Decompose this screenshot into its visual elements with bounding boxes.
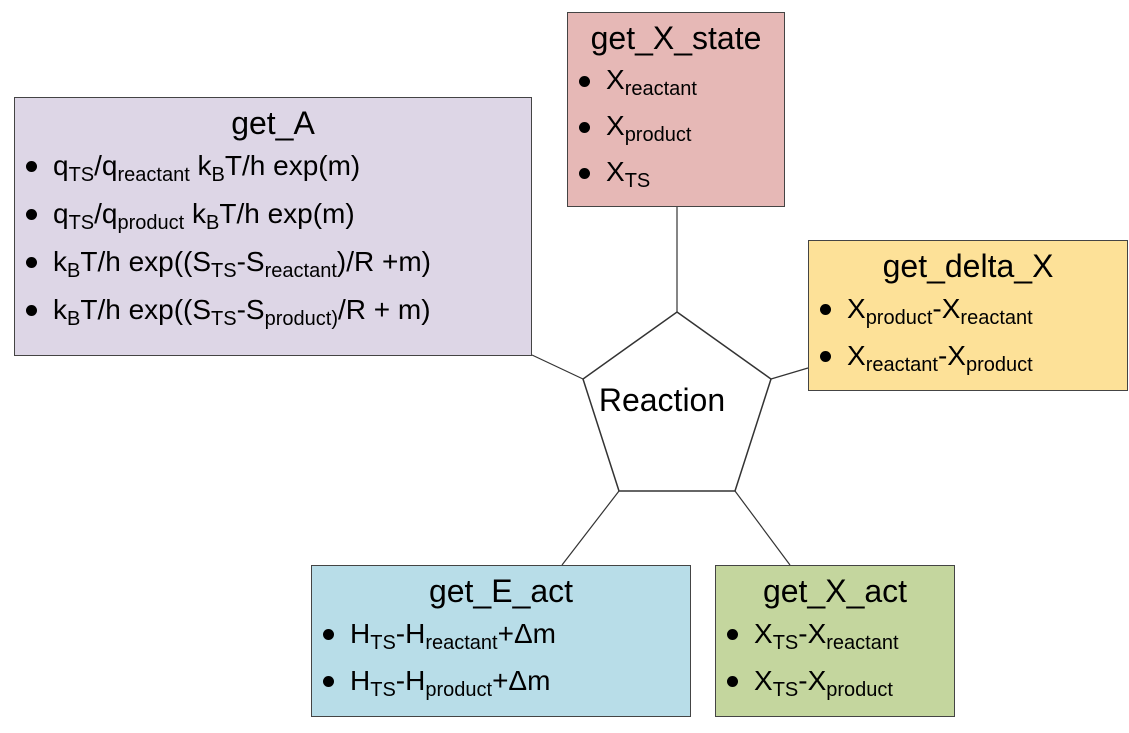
- formula-text: k: [53, 246, 67, 277]
- formula-item: qTS/qreactant kBT/h exp(m): [15, 142, 531, 190]
- formula-subscript: product): [264, 308, 338, 330]
- get-e-act-title: get_E_act: [428, 573, 574, 609]
- reaction-pentagon: [582, 311, 772, 492]
- formula-item: qTS/qproduct kBT/h exp(m): [15, 190, 531, 238]
- connector-get-a: [531, 354, 584, 380]
- formula-text: q: [53, 198, 69, 229]
- formula-text: +Δm: [497, 618, 556, 649]
- formula-text: T/h exp(m): [224, 150, 361, 181]
- formula-subscript: TS: [624, 170, 651, 192]
- get-delta-x-title: get_delta_X: [882, 248, 1054, 284]
- formula-text: /R + m): [337, 294, 431, 325]
- formula-text: /q: [94, 198, 118, 229]
- formula-subscript: product: [865, 307, 933, 329]
- formula-subscript: TS: [68, 164, 95, 186]
- connector-get-x-act: [734, 490, 791, 566]
- formula-item: HTS-Hreactant+Δm: [312, 610, 690, 657]
- formula-subscript: B: [211, 164, 225, 186]
- get-a-title: get_A: [231, 105, 315, 141]
- formula-subscript: product: [965, 354, 1033, 376]
- formula-subscript: product: [117, 212, 185, 234]
- formula-text: /q: [94, 150, 118, 181]
- formula-item: Xreactant: [568, 57, 784, 103]
- formula-text: T/h exp(m): [219, 198, 355, 229]
- formula-item: XTS: [568, 149, 784, 195]
- formula-item: Xproduct-Xreactant: [809, 285, 1127, 332]
- formula-text: -S: [236, 294, 265, 325]
- formula-subscript: TS: [772, 632, 799, 654]
- formula-subscript: reactant: [425, 632, 498, 654]
- formula-text: X: [606, 110, 625, 141]
- formula-text: k: [53, 294, 67, 325]
- formula-text: X: [847, 340, 866, 371]
- formula-text: k: [189, 150, 212, 181]
- formula-text: -X: [798, 618, 827, 649]
- formula-text: +Δm: [492, 665, 551, 696]
- formula-subscript: B: [206, 212, 220, 234]
- formula-subscript: reactant: [865, 354, 938, 376]
- formula-subscript: TS: [370, 679, 396, 701]
- formula-item: Xproduct: [568, 103, 784, 149]
- formula-text: X: [606, 64, 625, 95]
- formula-text: X: [754, 618, 773, 649]
- formula-subscript: TS: [772, 679, 799, 701]
- formula-item: Xreactant-Xproduct: [809, 332, 1127, 379]
- formula-subscript: B: [67, 260, 81, 282]
- formula-text: -X: [937, 340, 966, 371]
- formula-text: -X: [798, 665, 827, 696]
- formula-subscript: TS: [68, 212, 95, 234]
- formula-text: -H: [395, 665, 426, 696]
- formula-text: k: [184, 198, 206, 229]
- connector-get-delta-x: [770, 367, 809, 380]
- formula-subscript: TS: [211, 260, 237, 282]
- formula-subscript: product: [826, 679, 893, 701]
- formula-subscript: product: [425, 679, 493, 701]
- formula-text: T/h exp((S: [80, 294, 212, 325]
- formula-item: HTS-Hproduct+Δm: [312, 657, 690, 704]
- formula-item: kBT/h exp((STS-Sreactant)/R +m): [15, 238, 531, 286]
- formula-subscript: reactant: [624, 78, 697, 100]
- formula-item: XTS-Xproduct: [716, 657, 954, 704]
- formula-subscript: reactant: [117, 164, 190, 186]
- get-a-list: qTS/qreactant kBT/h exp(m)qTS/qproduct k…: [15, 142, 531, 334]
- formula-text: )/R +m): [336, 246, 431, 277]
- formula-text: -H: [395, 618, 426, 649]
- formula-subscript: reactant: [264, 260, 337, 282]
- formula-text: H: [350, 618, 371, 649]
- formula-text: T/h exp((S: [80, 246, 212, 277]
- formula-item: kBT/h exp((STS-Sproduct)/R + m): [15, 286, 531, 334]
- formula-text: X: [606, 156, 625, 187]
- get-x-act-title: get_X_act: [762, 573, 908, 609]
- formula-subscript: TS: [370, 632, 396, 654]
- get-a-box: get_A qTS/qreactant kBT/h exp(m)qTS/qpro…: [14, 97, 532, 356]
- formula-item: XTS-Xreactant: [716, 610, 954, 657]
- formula-text: X: [754, 665, 773, 696]
- reaction-label: Reaction: [598, 382, 726, 418]
- formula-subscript: B: [67, 308, 81, 330]
- formula-subscript: product: [624, 124, 692, 146]
- formula-text: X: [847, 293, 866, 324]
- get-x-state-title: get_X_state: [590, 20, 762, 56]
- formula-subscript: reactant: [826, 632, 899, 654]
- formula-text: H: [350, 665, 371, 696]
- connector-get-e-act: [561, 490, 620, 566]
- formula-subscript: reactant: [960, 307, 1033, 329]
- formula-text: q: [53, 150, 69, 181]
- formula-subscript: TS: [211, 308, 237, 330]
- formula-text: -X: [932, 293, 961, 324]
- formula-text: -S: [236, 246, 265, 277]
